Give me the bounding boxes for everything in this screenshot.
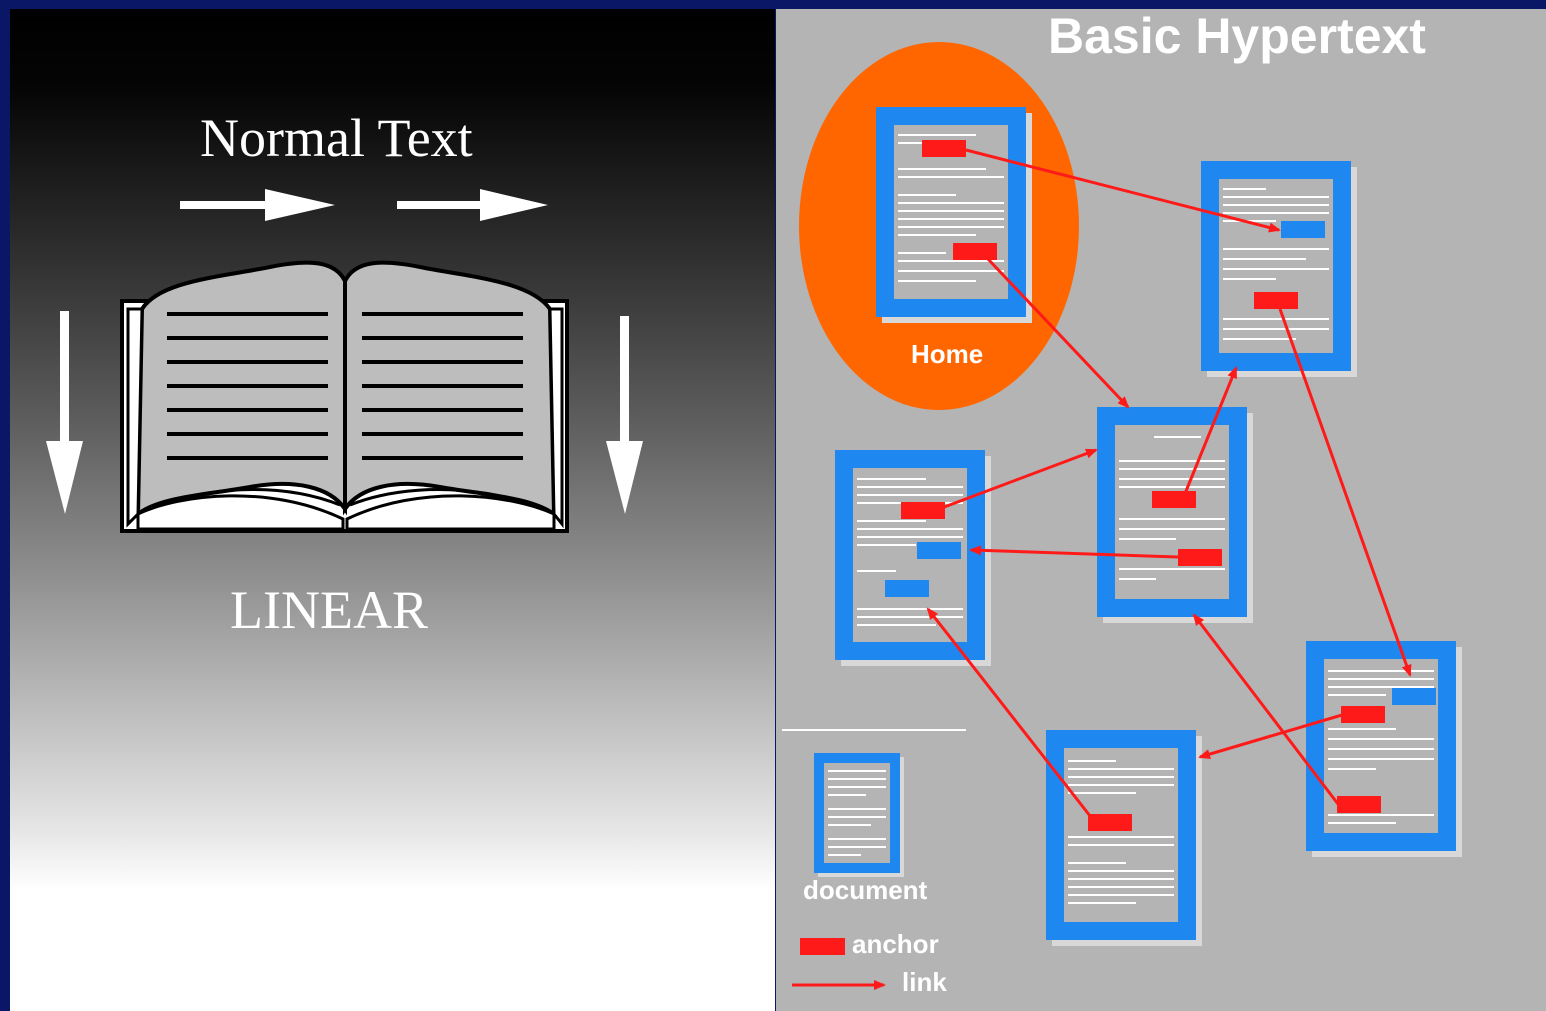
document-icon xyxy=(814,753,904,877)
hypertext-diagram xyxy=(782,42,1462,990)
basic-hypertext-title: Basic Hypertext xyxy=(1048,9,1426,64)
link-arrow-icon xyxy=(1198,713,1343,759)
link-arrow-icon xyxy=(1192,613,1340,805)
document-bottom-right xyxy=(1306,641,1462,857)
document-left xyxy=(835,450,991,666)
arrow-right-icon xyxy=(180,189,335,221)
link-arrow-icon xyxy=(969,545,1179,559)
link-arrow-icon xyxy=(1180,366,1238,502)
link-arrow-icon xyxy=(1278,308,1412,677)
arrow-right-icon xyxy=(397,189,548,221)
link-arrow-icon xyxy=(938,448,1098,511)
link-arrow-icon xyxy=(965,148,1281,233)
anchor-icon xyxy=(800,938,845,955)
link-arrow-icon xyxy=(926,607,1096,822)
document-home xyxy=(876,107,1032,323)
document-center xyxy=(1097,407,1253,623)
linear-caption: LINEAR xyxy=(230,580,428,640)
frame-border xyxy=(0,0,1546,9)
arrow-down-icon xyxy=(46,311,83,514)
arrow-down-icon xyxy=(606,316,643,514)
document-bottom-center xyxy=(1046,730,1202,946)
legend-anchor-label: anchor xyxy=(852,929,939,959)
hyperlinks xyxy=(926,148,1412,822)
linear-panel: Normal Text xyxy=(10,9,775,1011)
document-top-right xyxy=(1201,161,1357,377)
book-icon xyxy=(120,260,569,533)
legend-link-label: link xyxy=(902,967,947,997)
home-label: Home xyxy=(911,339,984,369)
legend-document-label: document xyxy=(803,875,928,905)
hypertext-panel: Basic Hypertext xyxy=(776,9,1546,1011)
linear-illustration xyxy=(46,189,643,533)
normal-text-title: Normal Text xyxy=(200,108,473,168)
link-arrow-icon xyxy=(986,257,1130,409)
